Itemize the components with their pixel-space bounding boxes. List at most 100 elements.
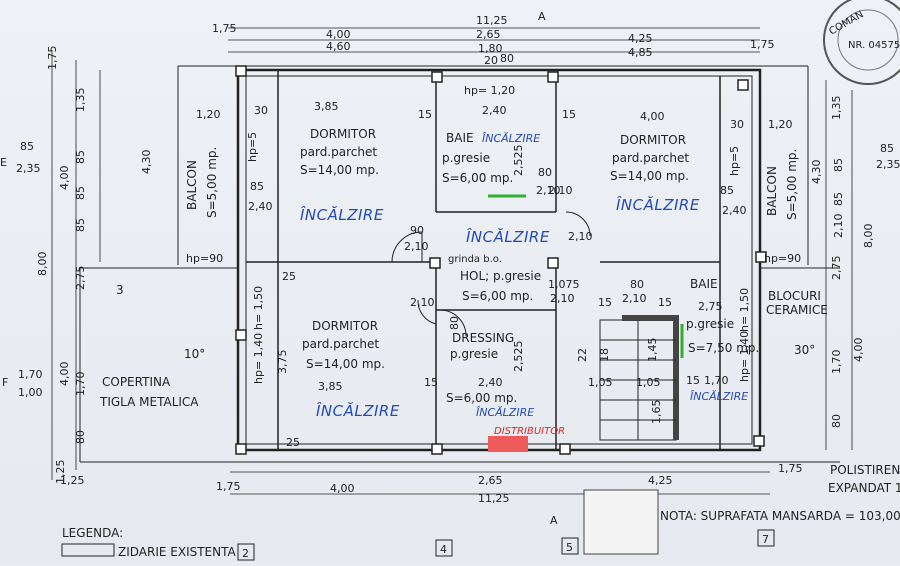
dim-top-425: 4,25	[628, 32, 653, 45]
approval-stamp	[583, 489, 659, 555]
section-mark: 3	[116, 283, 124, 297]
distributor-label: DISTRIBUITOR	[494, 426, 565, 437]
heating-label-1: ÎNCĂLZIRE	[300, 205, 384, 224]
dim-top-total: 11,25	[476, 14, 508, 27]
room-labels: DORMITOR pard.parchet S=14,00 mp. DORMIT…	[185, 127, 799, 405]
zidarie-label: ZIDARIE EXISTENTA	[118, 545, 237, 559]
dormitor-bl-name: DORMITOR	[312, 319, 378, 333]
interior-walls	[246, 70, 721, 450]
balcon-l-area: S=5,00 mp.	[205, 147, 219, 218]
dim-r170: 1,70	[830, 350, 843, 375]
dim-b175r: 1,75	[778, 462, 803, 475]
dim-l800: 8,00	[36, 252, 49, 277]
dim-15f: 15	[686, 374, 700, 387]
distributor-marker	[488, 436, 528, 452]
dormitor-tl-floor: pard.parchet	[300, 145, 377, 159]
dim-210g: 2,10	[622, 292, 647, 305]
dormitor-bl-area: S=14,00 mp.	[306, 357, 385, 371]
section-marker-a-bottom: A	[550, 514, 558, 527]
dim-2525b: 2,525	[512, 341, 525, 373]
right-dimensions: 85 2,35 4,30 1,35 8,00 2,75 4,00 1,70 80…	[810, 96, 900, 429]
legenda-label: LEGENDA:	[62, 526, 123, 540]
inner-dimensions: hp= 1,20 2,40 3,85 1,20 30 15 15 4,00 30…	[186, 84, 801, 449]
expandat-label: EXPANDAT 10	[828, 481, 900, 495]
dim-15b: 15	[562, 108, 576, 121]
dim-15a: 15	[418, 108, 432, 121]
stair	[599, 315, 679, 441]
balcon-r-name: BALCON	[765, 166, 779, 216]
dormitor-tr-floor: pard.parchet	[612, 151, 689, 165]
dim-b425: 4,25	[648, 474, 673, 487]
hol-area: S=6,00 mp.	[462, 289, 533, 303]
dim-top-right-175: 1,75	[750, 38, 775, 51]
top-dimension-lines	[228, 27, 760, 53]
dim-375: 3,75	[276, 350, 289, 375]
bottom-dimensions: 1,75 4,00 2,65 4,25 11,25 1,75 1,25	[60, 462, 803, 505]
dim-l235: 2,35	[16, 162, 41, 175]
heating-label-6: ÎNCĂLZIRE	[476, 406, 534, 419]
dim-22: 22	[576, 348, 589, 362]
dim-165: 1,65	[650, 400, 663, 425]
dim-210d: 2,10	[568, 230, 593, 243]
roof-labels: COPERTINA TIGLA METALICA 10° 30° BLOCURI…	[99, 283, 900, 495]
heating-label-2: ÎNCĂLZIRE	[616, 195, 700, 214]
axis-5: 5	[566, 541, 573, 554]
dim-r80: 80	[830, 414, 843, 428]
hol-beam: grinda b.o.	[448, 254, 502, 265]
dim-l100: 1,00	[18, 386, 43, 399]
dim-30r: 30	[730, 118, 744, 131]
dim-r400: 4,00	[852, 338, 865, 363]
dim-r85c: 85	[832, 192, 845, 206]
dim-hp140: hp= 1,40	[252, 333, 265, 384]
dim-275: 2,75	[698, 300, 723, 313]
dim-l275: 2,75	[74, 266, 87, 291]
dim-90: 90	[410, 224, 424, 237]
heating-label-7: ÎNCĂLZIRE	[690, 390, 748, 403]
roof-slope-right: 30°	[794, 343, 815, 357]
dim-l80: 80	[74, 430, 87, 444]
official-stamp: COMAN NR. 04575	[823, 0, 900, 85]
balcon-l-name: BALCON	[185, 160, 199, 210]
section-marker-a: A	[538, 10, 546, 23]
dim-top-180: 1,80	[478, 42, 503, 55]
dim-r430: 4,30	[810, 160, 823, 185]
dim-240b: 2,40	[478, 376, 503, 389]
dim-1075: 1,075	[548, 278, 580, 291]
dim-15e: 15	[658, 296, 672, 309]
hol-name: HOL; p.gresie	[460, 269, 541, 283]
dim-l175: 1,75	[46, 46, 59, 71]
notes-area: NOTA: SUPRAFATA MANSARDA = 103,00 mp. LE…	[61, 489, 900, 561]
dim-top-left-175: 1,75	[212, 22, 237, 35]
dim-240r: 2,40	[722, 204, 747, 217]
right-dimension-lines	[825, 80, 853, 450]
left-dimensions: 1,75 85 2,35 8,00 4,00 4,30 1,35 85 85 8…	[0, 46, 153, 485]
dormitor-tl-name: DORMITOR	[310, 127, 376, 141]
dim-l125: 1,25	[54, 460, 67, 485]
heating-label-4: ÎNCĂLZIRE	[482, 132, 540, 145]
baie-right-area: S=7,50 mp.	[688, 341, 759, 355]
dim-top-400: 4,00	[326, 28, 351, 41]
dim-b125: 1,25	[60, 474, 85, 487]
dim-hp5r: hp=5	[728, 146, 741, 176]
dim-b400: 4,00	[330, 482, 355, 495]
dim-top-460: 4,60	[326, 40, 351, 53]
heating-label-3: ÎNCĂLZIRE	[466, 227, 550, 246]
dim-hp90l: hp=90	[186, 252, 223, 265]
dim-15c: 15	[424, 376, 438, 389]
dim-b265: 2,65	[478, 474, 503, 487]
dim-l85b: 85	[74, 150, 87, 164]
dim-hp120: hp= 1,20	[464, 84, 515, 97]
dim-210b: 2,10	[536, 184, 561, 197]
dormitor-tr-name: DORMITOR	[620, 133, 686, 147]
dormitor-tl-area: S=14,00 mp.	[300, 163, 379, 177]
dim-240l: 2,40	[248, 200, 273, 213]
suprafata-note: NOTA: SUPRAFATA MANSARDA = 103,00 mp.	[660, 509, 900, 523]
dim-b1125: 11,25	[478, 492, 510, 505]
dormitor-bl-floor: pard.parchet	[302, 337, 379, 351]
dim-85l: 85	[250, 180, 264, 193]
dressing-floor: p.gresie	[450, 347, 498, 361]
dim-r800: 8,00	[862, 224, 875, 249]
dim-l85: 85	[20, 140, 34, 153]
dormitor-tr-area: S=14,00 mp.	[610, 169, 689, 183]
